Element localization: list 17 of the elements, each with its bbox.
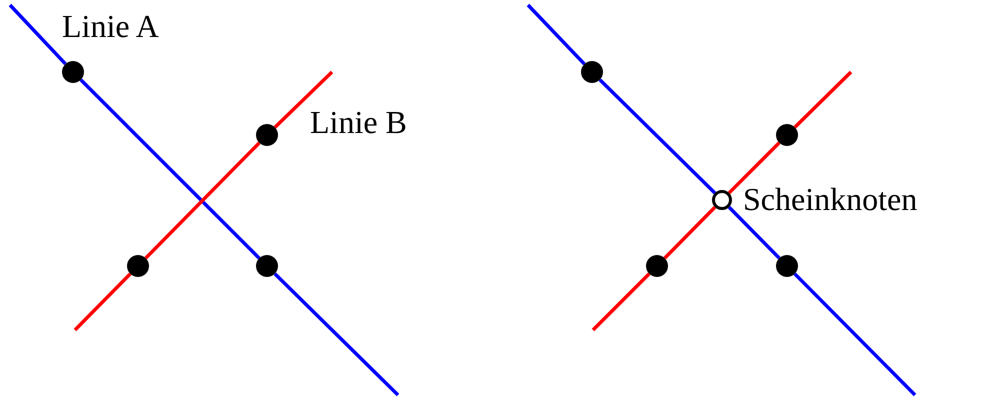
line-segment (728, 206, 781, 260)
line-segment (794, 272, 916, 396)
line-segment (728, 142, 780, 194)
line-label: Linie A (62, 10, 159, 42)
line-segment (274, 272, 400, 396)
line-segment (794, 70, 852, 129)
line-segment (592, 272, 650, 332)
line-segment (80, 78, 260, 260)
line-segment (663, 206, 716, 260)
line-segment (526, 4, 586, 66)
node-caption: Scheinknoten (743, 183, 918, 215)
line-segment (8, 4, 67, 66)
line-segment (74, 272, 132, 332)
line-segment (144, 142, 261, 260)
line-segment (598, 78, 716, 194)
line-label: Linie B (310, 106, 407, 138)
line-segment (274, 70, 334, 129)
